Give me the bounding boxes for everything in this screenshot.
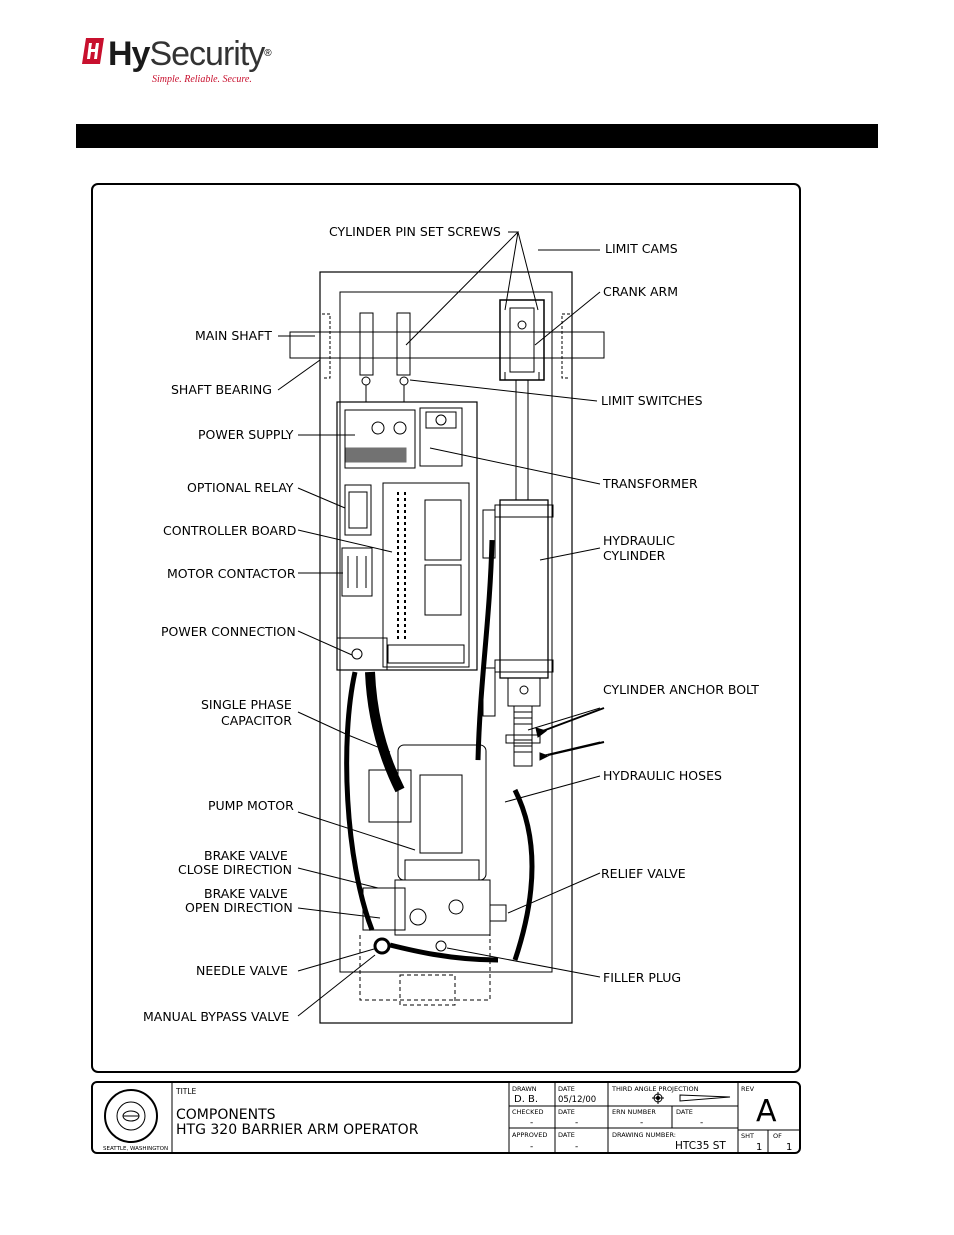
label-hydraulic-hoses: HYDRAULIC HOSES (603, 768, 722, 783)
pump-manifold (394, 879, 491, 936)
cylinder-pin-set-screw-left (359, 312, 374, 376)
power-supply (344, 409, 416, 469)
label-hydraulic-cylinder-2: CYLINDER (603, 548, 666, 563)
drawing-frame (91, 183, 801, 1073)
shaft-bearing-right (561, 313, 570, 379)
controller-board (382, 482, 470, 668)
cylinder-anchor-bolt (513, 705, 533, 767)
label-limit-switches: LIMIT SWITCHES (601, 393, 703, 408)
transformer (419, 407, 463, 467)
hysecurity-logo: HySecurity® Simple. Reliable. Secure. (80, 34, 320, 90)
relief-valve (489, 904, 507, 922)
shaft-bearing-left (322, 313, 331, 379)
main-shaft (289, 331, 605, 359)
label-optional-relay: OPTIONAL RELAY (187, 480, 294, 495)
hysecurity-h-icon (82, 38, 104, 64)
label-pump-motor: PUMP MOTOR (208, 798, 294, 813)
label-filler-plug: FILLER PLUG (603, 970, 681, 985)
reservoir (359, 935, 491, 1001)
label-motor-contactor: MOTOR CONTACTOR (167, 566, 296, 581)
label-hydraulic-cylinder-1: HYDRAULIC (603, 533, 675, 548)
label-needle-valve: NEEDLE VALVE (196, 963, 288, 978)
filler-plug (435, 940, 447, 952)
terminal-strip (397, 492, 406, 640)
label-controller-board: CONTROLLER BOARD (163, 523, 296, 538)
label-brake-close-1: BRAKE VALVE (204, 848, 288, 863)
label-power-supply: POWER SUPPLY (198, 427, 294, 442)
motor-contactor (341, 547, 373, 597)
label-cylinder-anchor-bolt: CYLINDER ANCHOR BOLT (603, 682, 759, 697)
label-single-phase-2: CAPACITOR (221, 713, 292, 728)
hydraulic-cylinder (499, 499, 549, 679)
cylinder-pin-set-screw-right (396, 312, 411, 376)
needle-valve (373, 937, 391, 955)
label-main-shaft: MAIN SHAFT (195, 328, 272, 343)
label-limit-cams: LIMIT CAMS (605, 241, 678, 256)
power-connection (336, 637, 388, 671)
optional-relay (344, 484, 372, 536)
hose-fitting-bottom (482, 667, 496, 717)
label-transformer: TRANSFORMER (602, 476, 698, 491)
label-shaft-bearing: SHAFT BEARING (171, 382, 272, 397)
crank-arm (499, 299, 545, 381)
header-bar (76, 124, 878, 148)
label-relief-valve: RELIEF VALVE (601, 866, 686, 881)
components-diagram: CYLINDER PIN SET SCREWS LIMIT CAMS CRANK… (143, 224, 759, 1024)
enclosure-outline (319, 271, 573, 1024)
label-manual-bypass-valve: MANUAL BYPASS VALVE (143, 1009, 289, 1024)
label-power-connection: POWER CONNECTION (161, 624, 296, 639)
title-block (91, 1081, 801, 1154)
label-brake-close-2: CLOSE DIRECTION (178, 862, 292, 877)
single-phase-capacitor (368, 769, 412, 823)
label-brake-open-2: OPEN DIRECTION (185, 900, 293, 915)
label-crank-arm: CRANK ARM (603, 284, 678, 299)
hose-fitting-top (482, 509, 496, 559)
hydraulic-hose-right (512, 788, 535, 961)
enclosure-inner (339, 291, 553, 973)
label-brake-open-1: BRAKE VALVE (204, 886, 288, 901)
logo-wordmark: HySecurity® (108, 35, 272, 73)
label-cylinder-pin-set-screws: CYLINDER PIN SET SCREWS (329, 224, 501, 239)
hydraulic-hose-left (475, 539, 495, 761)
label-single-phase-1: SINGLE PHASE (201, 697, 292, 712)
logo-tagline: Simple. Reliable. Secure. (152, 74, 252, 85)
control-panel (336, 401, 478, 671)
brake-valve-close (362, 887, 406, 931)
